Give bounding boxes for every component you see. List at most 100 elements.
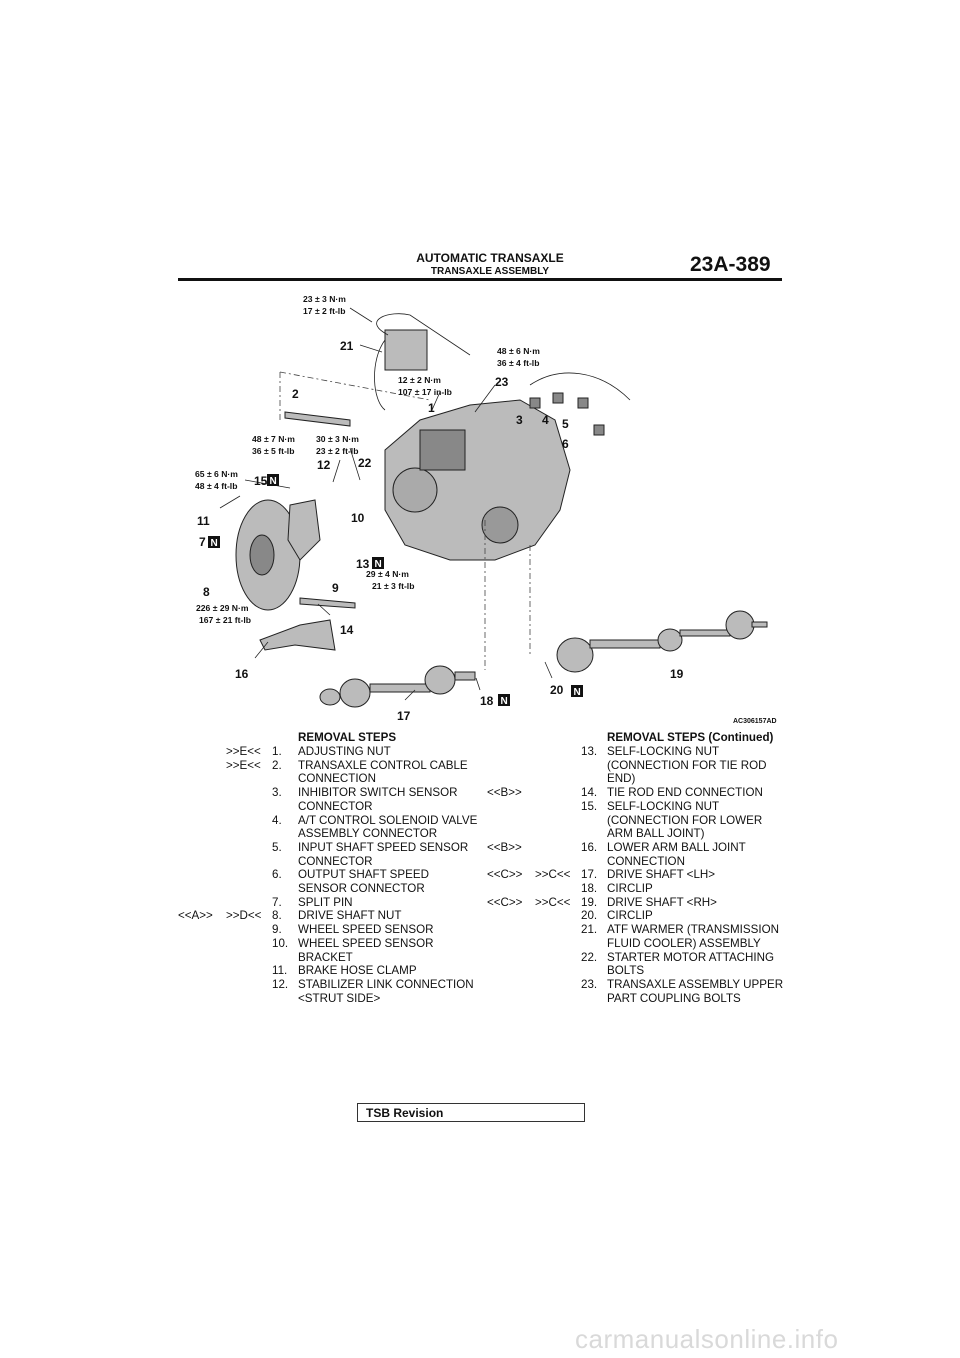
step-text: TRANSAXLE ASSEMBLY UPPER PART COUPLING B… (607, 977, 784, 1005)
callout-7: 7 (199, 535, 206, 549)
step-row: 11.BRAKE HOSE CLAMP (178, 964, 478, 978)
torque-spec: 23 ± 2 ft-lb (316, 446, 358, 456)
n-marker-20: N (571, 685, 583, 698)
connector-3 (529, 397, 541, 409)
callout-18: 18 (480, 694, 494, 708)
callout-11: 11 (197, 514, 210, 528)
torque-spec: 21 ± 3 ft-lb (372, 581, 414, 591)
step-row: 7.SPLIT PIN (178, 896, 478, 910)
knuckle (287, 499, 321, 561)
step-row: <<C>>>>C<<19.DRIVE SHAFT <RH> (487, 896, 787, 910)
svg-text:N: N (270, 476, 277, 487)
callout-12: 12 (317, 458, 331, 472)
callout-19: 19 (670, 667, 684, 681)
step-text: SPLIT PIN (298, 895, 353, 909)
step-text: SELF-LOCKING NUT (CONNECTION FOR LOWER A… (607, 799, 763, 841)
torque-spec: 17 ± 2 ft-lb (303, 306, 345, 316)
callout-16: 16 (235, 667, 249, 681)
step-text: DRIVE SHAFT <LH> (607, 868, 716, 882)
step-number: 22. (581, 950, 598, 964)
step-text: TRANSAXLE CONTROL CABLE CONNECTION (298, 758, 468, 786)
step-text: DRIVE SHAFT NUT (298, 909, 402, 923)
torque-spec: 48 ± 4 ft-lb (195, 481, 237, 491)
torque-spec: 48 ± 6 N·m (497, 346, 540, 356)
figure-id: AC306157AD (733, 718, 777, 725)
connector-6 (593, 424, 605, 436)
lower-arm (259, 619, 336, 651)
step-number: 14. (581, 786, 598, 800)
callout-6: 6 (562, 437, 569, 451)
step-text: LOWER ARM BALL JOINT CONNECTION (607, 840, 746, 868)
torque-spec: 36 ± 5 ft-lb (252, 446, 294, 456)
step-number: 12. (272, 977, 289, 991)
step-text: WHEEL SPEED SENSOR BRACKET (298, 936, 434, 964)
step-text: BRAKE HOSE CLAMP (298, 964, 417, 978)
torque-spec: 30 ± 3 N·m (316, 434, 359, 444)
guide-line (279, 371, 431, 401)
step-text: WHEEL SPEED SENSOR (298, 923, 434, 937)
step-row: 21.ATF WARMER (TRANSMISSION FLUID COOLER… (487, 923, 787, 950)
step-text: STARTER MOTOR ATTACHING BOLTS (607, 950, 775, 978)
n-marker-18: N (498, 694, 510, 707)
svg-text:N: N (375, 559, 382, 570)
step-row: 18.CIRCLIP (487, 882, 787, 896)
step-row: >>E<<2.TRANSAXLE CONTROL CABLE CONNECTIO… (178, 759, 478, 786)
steps-heading: REMOVAL STEPS (Continued) (607, 731, 774, 744)
n-marker-7: N (208, 536, 220, 549)
step-number: 19. (581, 895, 598, 909)
torque-spec: 48 ± 7 N·m (252, 434, 295, 444)
step-number: 4. (272, 813, 282, 827)
callout-4: 4 (542, 413, 549, 427)
step-text: CIRCLIP (607, 909, 653, 923)
torque-spec: 167 ± 21 ft-lb (199, 615, 251, 625)
step-number: 15. (581, 799, 598, 813)
step-number: 8. (272, 909, 282, 923)
step-number: 3. (272, 786, 282, 800)
step-row: <<A>>>>D<<8.DRIVE SHAFT NUT (178, 909, 478, 923)
section-title: AUTOMATIC TRANSAXLE (416, 251, 564, 265)
step-number: 17. (581, 868, 598, 882)
step-row: 20.CIRCLIP (487, 909, 787, 923)
callout-5: 5 (562, 417, 569, 431)
step-row: 15. SELF-LOCKING NUT (CONNECTION FOR LOWE… (487, 800, 787, 841)
step-row: <<C>> >>C<< 17. DRIVE SHAFT <LH> (487, 868, 787, 882)
step-text: INPUT SHAFT SPEED SENSOR CONNECTOR (298, 840, 469, 868)
removal-steps-right: REMOVAL STEPS (Continued) 13.SELF-LOCKIN… (487, 731, 787, 1031)
step-code: <<C>> (487, 868, 523, 882)
watermark: carmanualsonline.info (575, 1324, 839, 1354)
step-row: 12. STABILIZER LINK CONNECTION <STRUT SID… (178, 978, 478, 1005)
step-text: SELF-LOCKING NUT (CONNECTION FOR TIE ROD… (607, 745, 767, 786)
step-row: 10.WHEEL SPEED SENSOR BRACKET (178, 937, 478, 964)
step-code: <<A>> (178, 909, 213, 923)
steps-heading: REMOVAL STEPS (298, 731, 397, 744)
step-text: STABILIZER LINK CONNECTION <STRUT SIDE> (298, 977, 474, 1005)
step-code: <<B>> (487, 786, 522, 800)
step-number: 2. (272, 758, 282, 772)
callout-20: 20 (550, 683, 564, 697)
step-number: 16. (581, 840, 598, 854)
step-text: OUTPUT SHAFT SPEED SENSOR CONNECTOR (298, 868, 429, 895)
torque-spec: 29 ± 4 N·m (366, 569, 409, 579)
step-row: 13.SELF-LOCKING NUT (CONNECTION FOR TIE … (487, 745, 787, 786)
drive-shaft-lh (319, 665, 476, 708)
step-row: 3.INHIBITOR SWITCH SENSOR CONNECTOR (178, 786, 478, 813)
step-row: >>E<<1.ADJUSTING NUT (178, 745, 478, 759)
removal-steps-left: REMOVAL STEPS >>E<<1.ADJUSTING NUT>>E<<2… (178, 731, 478, 1031)
step-text: ADJUSTING NUT (298, 745, 391, 758)
callout-15: 15 (254, 474, 268, 488)
svg-text:N: N (211, 538, 218, 549)
callout-9: 9 (332, 581, 339, 595)
step-number: 9. (272, 923, 282, 937)
drive-shaft-rh (556, 610, 768, 673)
step-row: 5.INPUT SHAFT SPEED SENSOR CONNECTOR (178, 841, 478, 868)
step-row: 9. WHEEL SPEED SENSOR (178, 923, 478, 937)
step-code: >>E<< (226, 745, 261, 758)
step-code: >>C<< (535, 868, 571, 882)
connector-5 (577, 397, 589, 409)
control-cable (284, 411, 351, 427)
wire-harness (529, 372, 631, 401)
n-marker-13: N (372, 557, 384, 570)
torque-spec: 23 ± 3 N·m (303, 294, 346, 304)
connector-4 (552, 392, 564, 404)
callout-3: 3 (516, 413, 523, 427)
